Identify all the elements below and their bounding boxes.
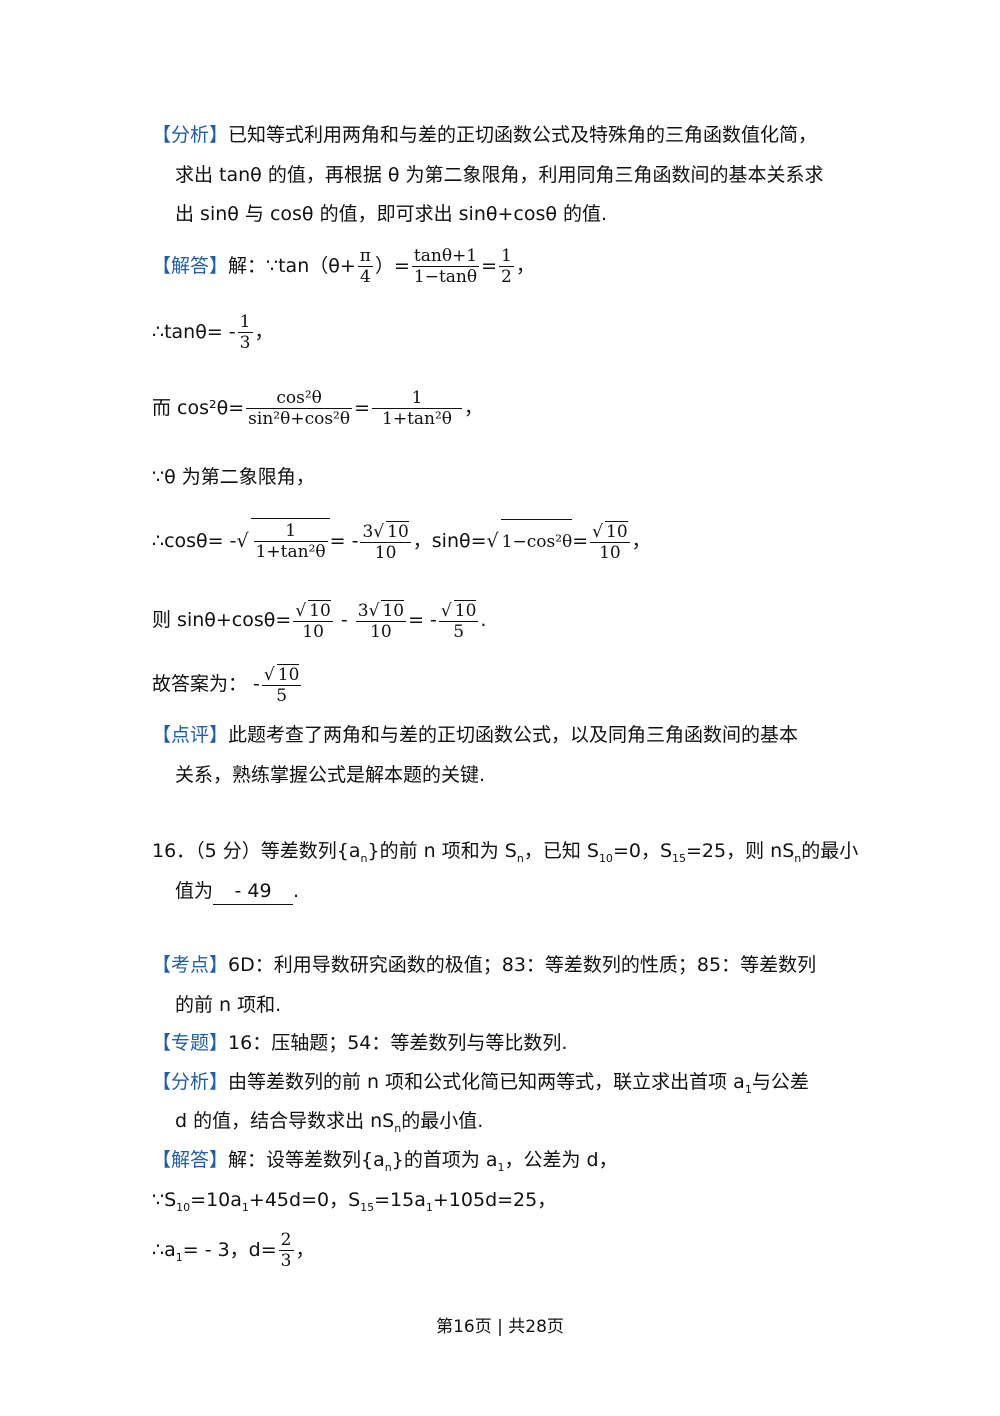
review-paragraph: 【点评】此题考查了两角和与差的正切函数公式，以及同角三角函数间的基本 <box>152 724 799 746</box>
question-16: 16．（5 分）等差数列{an}的前 n 项和为 Sn，已知 S10=0，S15… <box>152 840 859 865</box>
fenxi-paragraph: 【分析】由等差数列的前 n 项和公式化简已知两等式，联立求出首项 a1与公差 <box>152 1071 809 1096</box>
jieda-tag: 【解答】 <box>152 1149 229 1171</box>
jieda-paragraph: 【解答】解：设等差数列{an}的首项为 a1，公差为 d， <box>152 1149 618 1174</box>
equation-1: ∵S10=10a1+45d=0，S15=15a1+105d=25， <box>152 1189 557 1214</box>
answer-step-4: ∵θ 为第二象限角， <box>152 466 315 488</box>
page-footer: 第16页 | 共28页 <box>436 1317 564 1337</box>
analysis-tag: 【分析】 <box>152 124 229 146</box>
kaodian-tag: 【考点】 <box>152 954 229 976</box>
answer-blank: - 49 <box>213 878 294 905</box>
analysis-paragraph: 【分析】已知等式利用两角和与差的正切函数公式及特殊角的三角函数值化简， <box>152 124 818 146</box>
zhuanti-paragraph: 【专题】16：压轴题；54：等差数列与等比数列. <box>152 1032 568 1054</box>
review-tag: 【点评】 <box>152 724 229 746</box>
answer-tag: 【解答】 <box>152 255 229 277</box>
kaodian-paragraph: 【考点】6D：利用导数研究函数的极值；83：等差数列的性质；85：等差数列 <box>152 954 817 976</box>
fenxi-tag: 【分析】 <box>152 1071 229 1093</box>
zhuanti-tag: 【专题】 <box>152 1032 229 1054</box>
